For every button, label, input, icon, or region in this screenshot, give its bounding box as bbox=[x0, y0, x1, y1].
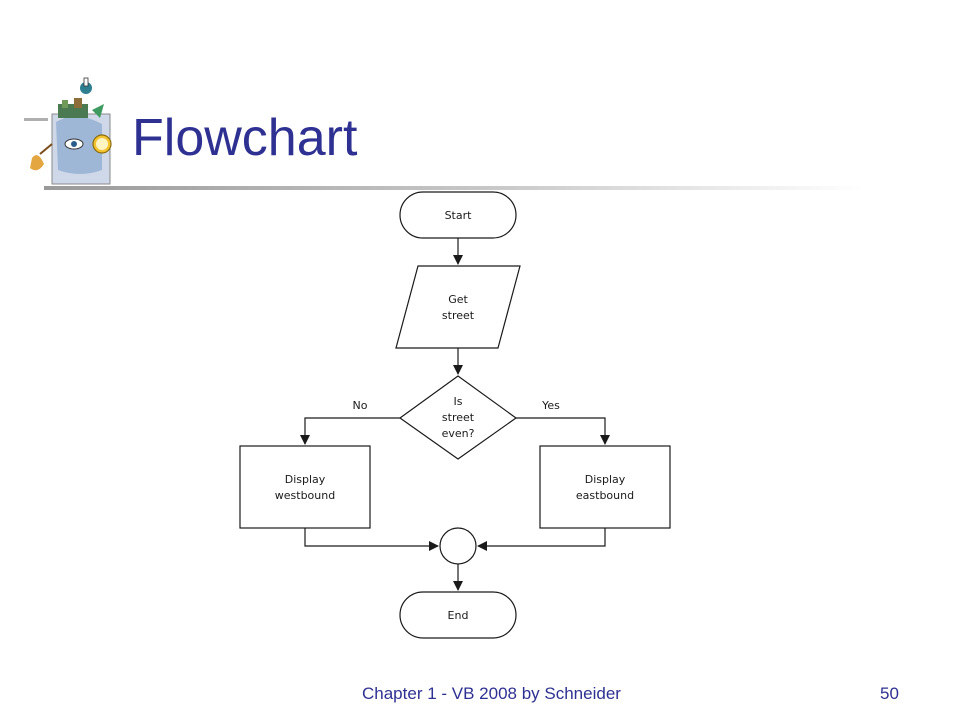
arrow-no-branch bbox=[300, 417, 400, 445]
decision-diamond: Is street even? bbox=[398, 375, 518, 460]
east-label-line-2: eastbound bbox=[576, 489, 634, 502]
input-label-line-1: Get bbox=[448, 293, 468, 306]
west-label-line-2: westbound bbox=[275, 489, 335, 502]
footer-text: Chapter 1 - VB 2008 by Schneider bbox=[362, 684, 621, 703]
decision-label-line-1: Is bbox=[454, 395, 463, 408]
end-terminal: End bbox=[399, 591, 517, 639]
page-number: 50 bbox=[880, 684, 899, 703]
arrow-yes-branch bbox=[516, 417, 610, 445]
arrow-east-to-connector bbox=[477, 528, 606, 551]
end-label: End bbox=[448, 609, 469, 622]
arrow-west-to-connector bbox=[304, 528, 439, 551]
input-parallelogram: Get street bbox=[395, 265, 521, 349]
flowchart-diagram: Start Get street Is street even? No Yes … bbox=[239, 191, 671, 639]
branch-no-label: No bbox=[353, 399, 368, 412]
page-title: Flowchart bbox=[132, 109, 358, 167]
connector-circle bbox=[439, 527, 477, 565]
east-label-line-1: Display bbox=[585, 473, 626, 486]
west-label-line-1: Display bbox=[285, 473, 326, 486]
process-eastbound: Display eastbound bbox=[539, 445, 671, 529]
start-terminal: Start bbox=[399, 191, 517, 239]
decision-label-line-2: street bbox=[442, 411, 475, 424]
clipart-head-logo-icon bbox=[24, 77, 112, 185]
decision-label-line-3: even? bbox=[442, 427, 475, 440]
branch-yes-label: Yes bbox=[541, 399, 560, 412]
process-westbound: Display westbound bbox=[239, 445, 371, 529]
start-label: Start bbox=[445, 209, 473, 222]
title-divider bbox=[44, 186, 864, 190]
input-label-line-2: street bbox=[442, 309, 475, 322]
